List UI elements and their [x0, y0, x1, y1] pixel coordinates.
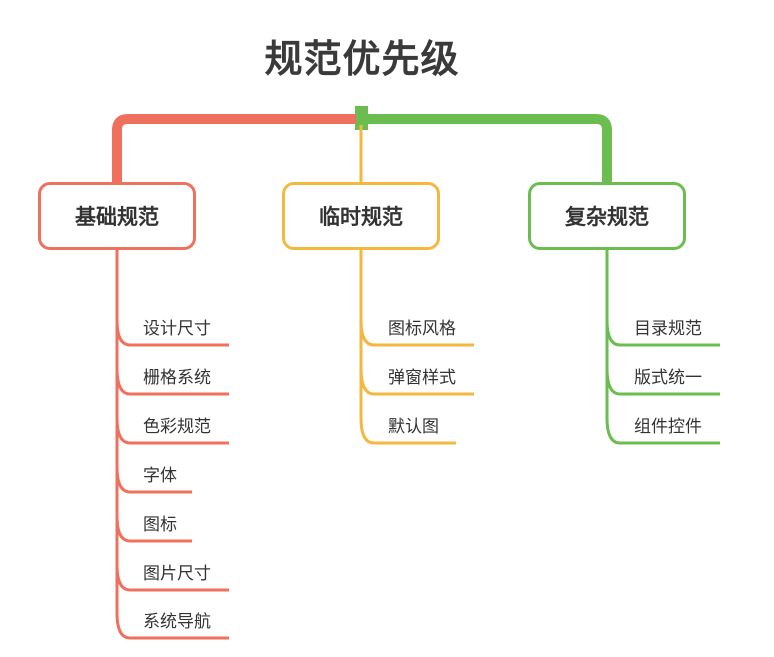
leaf-basic-6: 图片尺寸 [143, 564, 211, 584]
leaf-basic-7: 系统导航 [143, 612, 211, 632]
leaf-temp-3: 默认图 [388, 417, 439, 437]
leaf-basic-2: 栅格系统 [143, 368, 211, 388]
leaf-temp-1: 图标风格 [388, 319, 456, 339]
leaf-basic-4: 字体 [143, 466, 177, 486]
leaf-basic-5: 图标 [143, 515, 177, 535]
branch-lines-basic [115, 248, 229, 640]
leaf-basic-3: 色彩规范 [143, 417, 211, 437]
branch-lines-temp [359, 248, 474, 445]
branch-lines-complex [605, 248, 720, 445]
leaf-complex-3: 组件控件 [634, 417, 702, 437]
connector-green [356, 114, 612, 182]
leaf-complex-1: 目录规范 [634, 319, 702, 339]
node-basic: 基础规范 [38, 182, 196, 250]
diagram-title: 规范优先级 [264, 37, 460, 81]
leaf-complex-2: 版式统一 [634, 368, 702, 388]
leaf-basic-1: 设计尺寸 [143, 319, 211, 339]
node-temp: 临时规范 [282, 182, 440, 250]
leaf-temp-2: 弹窗样式 [388, 368, 456, 388]
connector-red [112, 114, 366, 182]
node-complex: 复杂规范 [528, 182, 686, 250]
